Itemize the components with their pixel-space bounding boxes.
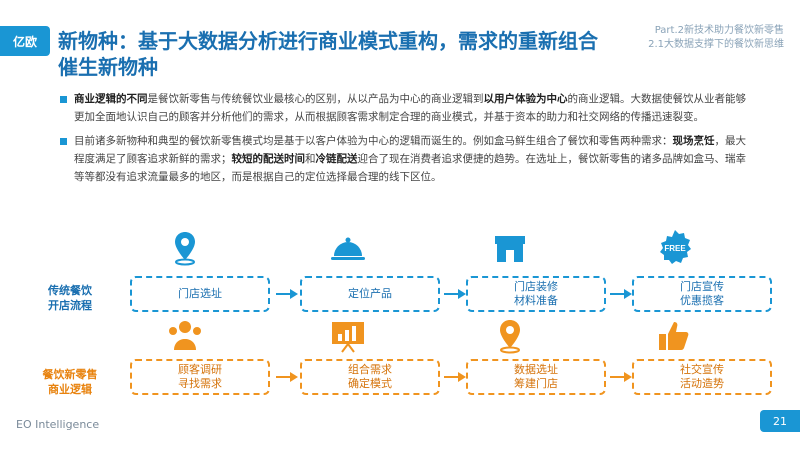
bullet-1-bold-1: 商业逻辑的不同 — [74, 93, 148, 105]
step-label: 筹建门店 — [514, 377, 558, 390]
section-title: 2.1大数据支撑下的餐饮新思维 — [648, 39, 784, 50]
bullet-1-text-2: 的商业逻辑。大数据使餐饮从业者能够更加全面地认识自己的顾客并分析他们的需求，从而… — [74, 93, 746, 123]
page-number: 21 — [760, 410, 800, 432]
bullet-2-text-2: 和 — [305, 153, 316, 165]
bullet-2-bold-3: 冷链配送 — [315, 153, 358, 165]
bullet-square-icon — [60, 96, 67, 103]
flow-arrow-icon — [276, 289, 298, 299]
bullet-1-bold-2: 以用户体验为中心 — [483, 93, 568, 105]
traditional-label-line-2: 开店流程 — [48, 299, 92, 312]
cloche-icon — [331, 237, 365, 260]
step-label: 优惠揽客 — [680, 294, 724, 307]
new-retail-row-label: 餐饮新零售 商业逻辑 — [30, 367, 110, 397]
bullet-2-bold-1: 现场烹饪 — [672, 135, 715, 147]
new-retail-step-3: 数据选址筹建门店 — [466, 359, 606, 395]
new-retail-step-2: 组合需求确定模式 — [300, 359, 440, 395]
step-label: 门店宣传 — [680, 280, 724, 293]
people-icon — [169, 321, 201, 350]
bullet-square-icon — [60, 138, 67, 145]
bullet-2-text-1: ，最大程度满足了顾客追求新鲜的需求； — [74, 135, 746, 165]
title-line-1: 新物种：基于大数据分析进行商业模式重构，需求的重新组合 — [58, 29, 598, 53]
thumbs-up-icon — [659, 322, 689, 350]
step-label: 组合需求 — [348, 363, 392, 376]
new-retail-step-4: 社交宣传活动造势 — [632, 359, 772, 395]
free-badge-icon: FREE — [660, 230, 691, 264]
new-label-line-1: 餐饮新零售 — [42, 368, 98, 381]
flow-arrow-icon — [610, 289, 632, 299]
brand-logo: 亿欧 — [0, 26, 50, 56]
step-label: 顾客调研 — [178, 363, 222, 376]
presentation-board-icon — [332, 322, 364, 353]
map-pin-icon — [500, 320, 520, 354]
step-label: 社交宣传 — [680, 363, 724, 376]
flow-arrow-icon — [276, 372, 298, 382]
traditional-step-4: 门店宣传优惠揽客 — [632, 276, 772, 312]
bullet-2-text-3: 迎合了现在消费者追求便捷的趋势。在选址上，餐饮新零售的诸多品牌如盒马、瑞幸等等都… — [74, 153, 746, 183]
step-label: 材料准备 — [514, 294, 558, 307]
flow-arrow-icon — [444, 372, 466, 382]
bullet-2-text-0: 目前诸多新物种和典型的餐饮新零售模式均是基于以客户体验为中心的逻辑而诞生的。例如… — [74, 135, 673, 147]
step-label: 门店选址 — [178, 287, 222, 300]
step-label: 门店装修 — [514, 280, 558, 293]
step-label: 寻找需求 — [178, 377, 222, 390]
step-label: 定位产品 — [348, 287, 392, 300]
traditional-step-2: 定位产品 — [300, 276, 440, 312]
flow-arrow-icon — [444, 289, 466, 299]
traditional-step-3: 门店装修材料准备 — [466, 276, 606, 312]
location-pin-icon — [175, 232, 195, 266]
page-title: 新物种：基于大数据分析进行商业模式重构，需求的重新组合 催生新物种 — [58, 28, 618, 80]
step-label: 确定模式 — [348, 377, 392, 390]
bullet-1-text-1: 是餐饮新零售与传统餐饮业最核心的区别，从以产品为中心的商业逻辑到 — [147, 93, 484, 105]
traditional-row-label: 传统餐饮 开店流程 — [30, 283, 110, 313]
page-number-text: 21 — [773, 414, 787, 428]
step-label: 活动造势 — [680, 377, 724, 390]
storefront-icon — [495, 236, 525, 262]
new-retail-step-1: 顾客调研寻找需求 — [130, 359, 270, 395]
footer-brand: EO Intelligence — [16, 418, 100, 431]
bullet-item-1: 商业逻辑的不同是餐饮新零售与传统餐饮业最核心的区别，从以产品为中心的商业逻辑到以… — [60, 90, 750, 126]
title-line-2: 催生新物种 — [58, 55, 158, 79]
bullet-2-bold-2: 较短的配送时间 — [231, 153, 306, 165]
new-label-line-2: 商业逻辑 — [48, 383, 92, 396]
section-breadcrumb: Part.2新技术助力餐饮新零售 2.1大数据支撑下的餐饮新思维 — [648, 24, 784, 52]
step-label: 数据选址 — [514, 363, 558, 376]
part-title: Part.2新技术助力餐饮新零售 — [654, 25, 784, 36]
bullet-item-2: 目前诸多新物种和典型的餐饮新零售模式均是基于以客户体验为中心的逻辑而诞生的。例如… — [60, 132, 750, 186]
traditional-label-line-1: 传统餐饮 — [48, 284, 92, 297]
free-text: FREE — [664, 244, 686, 253]
bullet-list: 商业逻辑的不同是餐饮新零售与传统餐饮业最核心的区别，从以产品为中心的商业逻辑到以… — [60, 90, 750, 192]
flow-arrow-icon — [610, 372, 632, 382]
traditional-step-1: 门店选址 — [130, 276, 270, 312]
logo-text: 亿欧 — [12, 34, 37, 49]
